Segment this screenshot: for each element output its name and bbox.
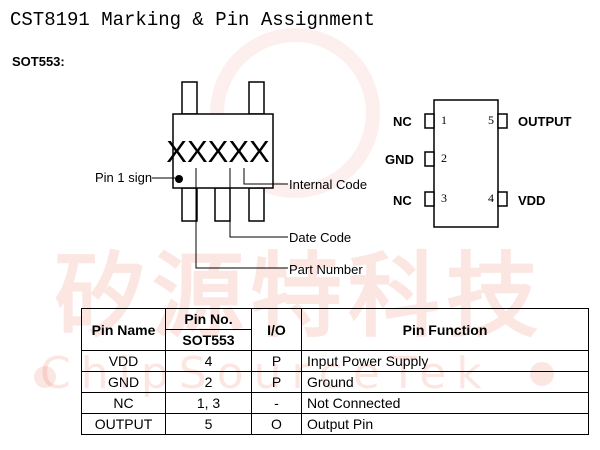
pin-4-name: VDD — [518, 193, 546, 208]
date-code-label: Date Code — [289, 230, 352, 245]
pin-5-name: OUTPUT — [518, 114, 572, 129]
table-row: NC 1, 3 - Not Connected — [81, 392, 589, 414]
pin-2-number: 2 — [441, 151, 447, 165]
cell-function: Input Power Supply — [301, 350, 589, 372]
part-number-label: Part Number — [289, 262, 363, 277]
pin-2-name: GND — [385, 152, 414, 167]
pin-1-number: 1 — [441, 113, 447, 127]
cell-io: P — [251, 371, 302, 393]
cell-io: - — [251, 392, 302, 414]
package-label: SOT553: — [12, 54, 65, 69]
part-number-leader — [195, 168, 288, 269]
pin-4-number: 4 — [488, 191, 494, 205]
bottom-pin-2 — [214, 187, 231, 222]
package-body — [172, 113, 274, 189]
bottom-pin-3 — [248, 187, 265, 222]
cell-function: Not Connected — [301, 392, 589, 414]
top-pin-right — [248, 81, 265, 115]
header-package: SOT553 — [165, 329, 252, 351]
table-row: VDD 4 P Input Power Supply — [81, 350, 589, 372]
pin-3-lead — [424, 191, 435, 207]
pin1-dot — [175, 175, 183, 183]
cell-pin-no: 2 — [165, 371, 252, 393]
bottom-pin-1 — [181, 187, 198, 222]
pin-2-lead — [424, 151, 435, 167]
pin-table: Pin Name Pin No. I/O Pin Function SOT553… — [81, 308, 589, 435]
cell-function: Output Pin — [301, 413, 589, 435]
pin-5-number: 5 — [488, 113, 494, 127]
header-pin-no: Pin No. — [165, 308, 252, 330]
cell-io: O — [251, 413, 302, 435]
marking-diagram: XXXXX — [152, 81, 508, 269]
cell-pin-no: 1, 3 — [165, 392, 252, 414]
pin-4-lead — [497, 191, 508, 207]
pin-1-lead — [424, 113, 435, 129]
internal-code-label: Internal Code — [289, 177, 368, 192]
header-function: Pin Function — [301, 308, 589, 351]
cell-io: P — [251, 350, 302, 372]
date-code-leader — [229, 168, 288, 238]
watermark-dot-left — [34, 366, 56, 388]
header-pin-name: Pin Name — [81, 308, 166, 351]
header-io: I/O — [251, 308, 302, 351]
table-row: OUTPUT 5 O Output Pin — [81, 413, 589, 435]
cell-pin-no: 4 — [165, 350, 252, 372]
cell-pin-name: OUTPUT — [81, 413, 166, 435]
cell-pin-name: NC — [81, 392, 166, 414]
pin-3-name: NC — [393, 193, 412, 208]
table-row: GND 2 P Ground — [81, 371, 589, 393]
pin1-sign-label: Pin 1 sign — [95, 170, 153, 185]
page-title: CST8191 Marking & Pin Assignment — [10, 9, 375, 31]
internal-code-leader — [243, 168, 288, 185]
pin-1-name: NC — [393, 114, 412, 129]
cell-pin-no: 5 — [165, 413, 252, 435]
pin-3-number: 3 — [441, 191, 447, 205]
cell-pin-name: VDD — [81, 350, 166, 372]
cell-pin-name: GND — [81, 371, 166, 393]
pin-5-lead — [497, 113, 508, 129]
top-pin-left — [181, 81, 198, 115]
cell-function: Ground — [301, 371, 589, 393]
marking-code: XXXXX — [166, 134, 270, 169]
